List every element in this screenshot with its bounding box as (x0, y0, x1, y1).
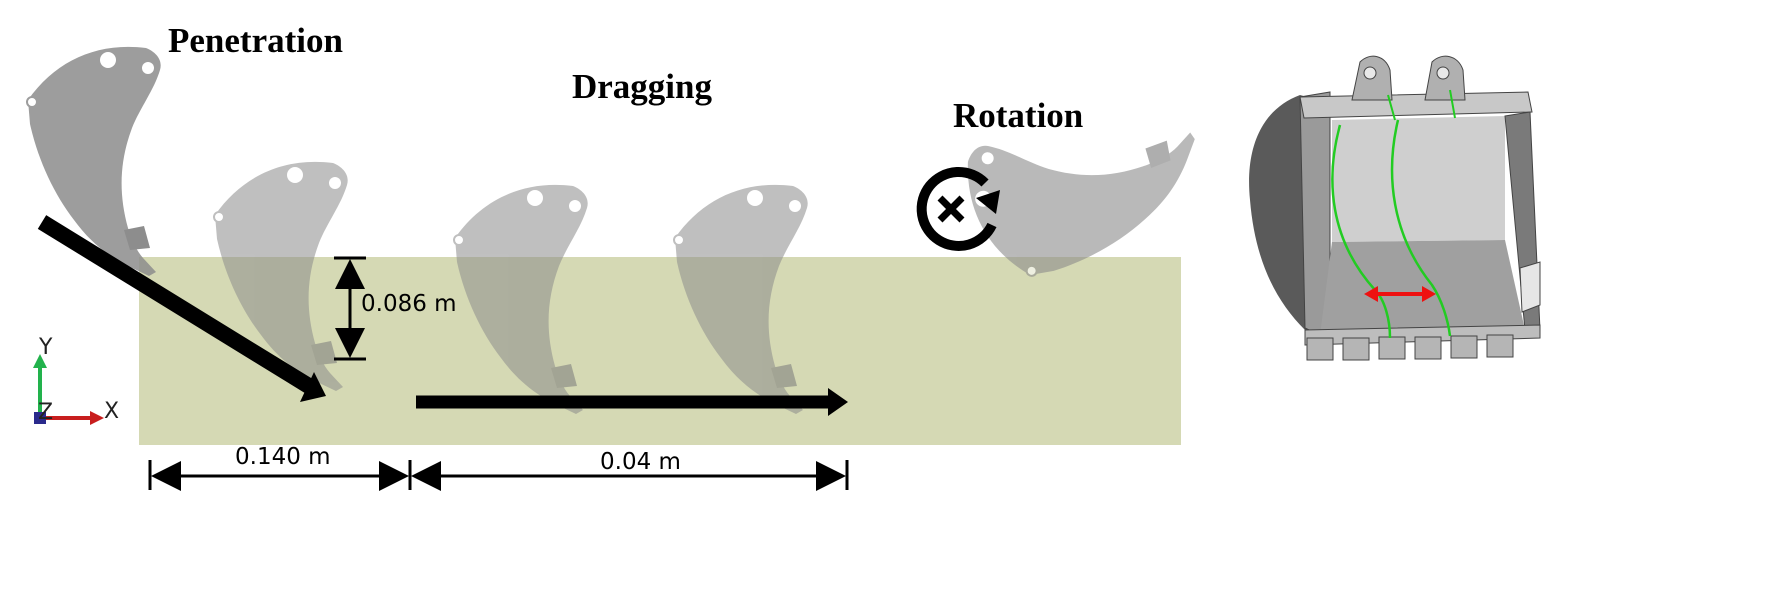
dragging-arrow-head (828, 388, 848, 416)
phase-title-penetration: Penetration (168, 21, 343, 60)
phase-title-rotation: Rotation (953, 96, 1083, 135)
drag-length-label: 0.04 m (600, 449, 681, 475)
rotation-about-z-icon (916, 166, 1000, 251)
phase-title-dragging: Dragging (572, 67, 713, 106)
penetration-arrow-head (300, 372, 326, 402)
depth-dimension (334, 256, 366, 361)
coordinate-axes (33, 354, 104, 425)
excavator-bucket-icon (26, 45, 162, 277)
axis-label-z: Z (38, 400, 53, 425)
axis-label-x: X (104, 399, 119, 424)
depth-label: 0.086 m (361, 291, 457, 317)
bucket-3d-render (1249, 55, 1541, 361)
axis-label-y: Y (38, 335, 53, 360)
length-dimensions (148, 460, 849, 491)
penetration-arrow (37, 215, 317, 395)
penetration-length-label: 0.140 m (235, 444, 331, 470)
